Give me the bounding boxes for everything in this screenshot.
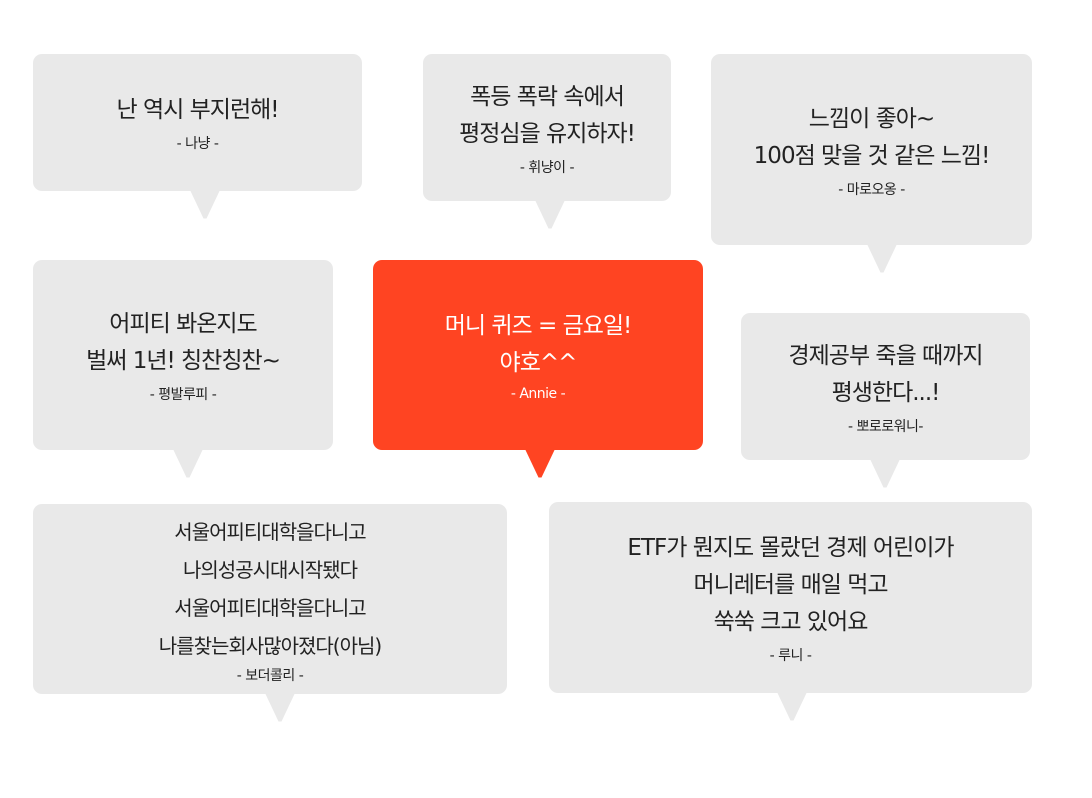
comment-text: 경제공부 죽을 때까지 평생한다...!: [788, 338, 983, 412]
comment-line: ETF가 뭔지도 몰랐던 경제 어린이가: [627, 535, 954, 561]
comment-text: 폭등 폭락 속에서 평정심을 유지하자!: [459, 79, 636, 153]
comment-line: 쑥쑥 크고 있어요: [713, 609, 869, 635]
comment-line: 난 역시 부지런해!: [116, 97, 280, 123]
comment-line: 서울어피티대학을다니고: [174, 596, 366, 620]
comment-line: 벌써 1년! 칭찬칭찬~: [86, 348, 281, 374]
comment-author: - 루니 -: [769, 648, 812, 664]
comment-line: 나를찾는회사많아졌다(아님): [158, 634, 382, 658]
comment-line: 평정심을 유지하자!: [459, 120, 636, 147]
comment-author: - 보더콜리 -: [236, 668, 304, 684]
comment-bubble-nanyang: 난 역시 부지런해! - 나냥 -: [33, 54, 362, 219]
comment-author: - 뽀로로워니-: [848, 418, 923, 435]
comment-line: 머니 퀴즈 = 금요일!: [444, 313, 633, 339]
comment-bubble-runi: ETF가 뭔지도 몰랐던 경제 어린이가 머니레터를 매일 먹고 쑥쑥 크고 있…: [549, 502, 1032, 721]
comment-bubble-maro: 느낌이 좋아~ 100점 맞을 것 같은 느낌! - 마로오옹 -: [711, 54, 1032, 273]
comment-bubble-hwinyangi: 폭등 폭락 속에서 평정심을 유지하자! - 휘냥이 -: [423, 54, 671, 229]
comment-author: - 마로오옹 -: [838, 181, 905, 198]
comment-bubble-bordercollie: 서울어피티대학을다니고 나의성공시대시작됐다 서울어피티대학을다니고 나를찾는회…: [33, 504, 507, 722]
bubble-tail: [535, 200, 565, 229]
comment-line: 폭등 폭락 속에서: [470, 83, 625, 110]
comment-line: 서울어피티대학을다니고: [174, 520, 366, 544]
comment-line: 머니레터를 매일 먹고: [693, 572, 888, 598]
bubble-tail: [777, 692, 807, 721]
comment-line: 느낌이 좋아~: [808, 105, 935, 132]
comment-line: 100점 맞을 것 같은 느낌!: [753, 142, 991, 169]
comment-line: 경제공부 죽을 때까지: [788, 342, 983, 369]
comment-line: 야호^^: [499, 350, 578, 376]
comment-text: 머니 퀴즈 = 금요일! 야호^^: [444, 308, 633, 382]
comment-text: 난 역시 부지런해!: [116, 92, 280, 129]
bubble-tail: [190, 190, 220, 219]
comment-author: - 평발루피 -: [149, 387, 217, 403]
bubble-tail: [870, 459, 900, 488]
comment-author: - Annie -: [510, 386, 566, 402]
bubble-tail: [867, 244, 897, 273]
comment-text: ETF가 뭔지도 몰랐던 경제 어린이가 머니레터를 매일 먹고 쑥쑥 크고 있…: [627, 530, 954, 641]
comment-author: - 휘냥이 -: [519, 159, 575, 176]
comment-text: 느낌이 좋아~ 100점 맞을 것 같은 느낌!: [753, 101, 991, 175]
bubble-tail: [173, 449, 203, 478]
comment-author: - 나냥 -: [176, 136, 219, 152]
comment-bubble-pyeongbal: 어피티 봐온지도 벌써 1년! 칭찬칭찬~ - 평발루피 -: [33, 260, 333, 478]
comment-line: 평생한다...!: [831, 379, 941, 406]
comment-bubble-annie-highlight: 머니 퀴즈 = 금요일! 야호^^ - Annie -: [373, 260, 703, 478]
comment-text: 어피티 봐온지도 벌써 1년! 칭찬칭찬~: [86, 306, 281, 380]
comment-text: 서울어피티대학을다니고 나의성공시대시작됐다 서울어피티대학을다니고 나를찾는회…: [158, 513, 382, 665]
comment-line: 어피티 봐온지도: [109, 311, 257, 337]
bubble-tail: [525, 449, 555, 478]
comment-line: 나의성공시대시작됐다: [183, 558, 358, 582]
comment-bubble-pororo: 경제공부 죽을 때까지 평생한다...! - 뽀로로워니-: [741, 313, 1030, 488]
bubble-tail: [265, 693, 295, 722]
